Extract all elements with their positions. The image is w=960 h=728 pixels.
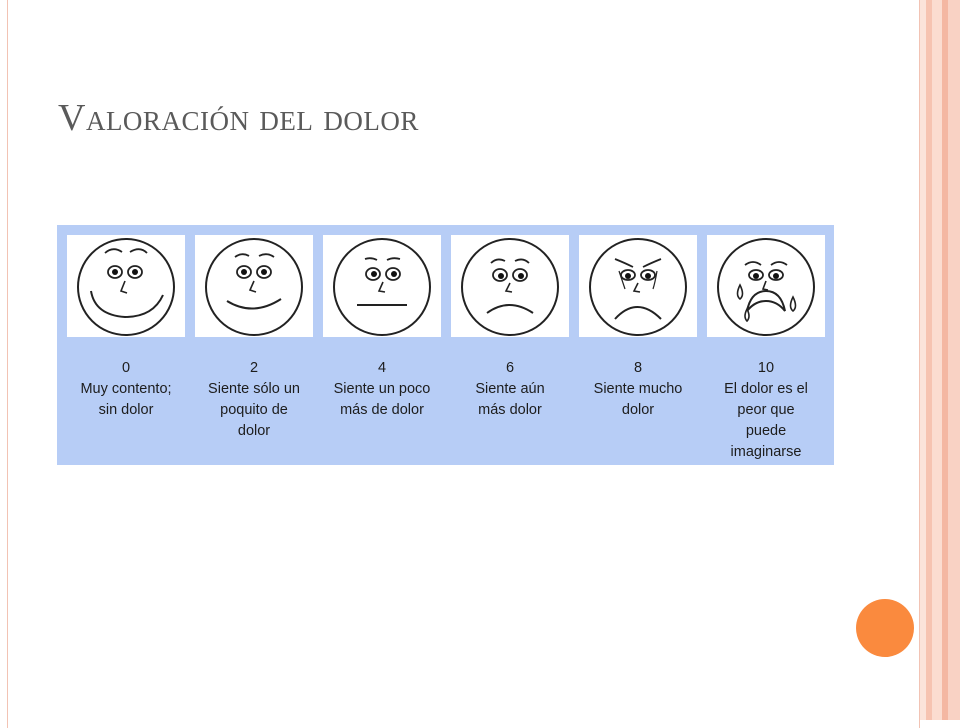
accent-circle — [856, 599, 914, 657]
pain-scale: 0 Muy contento; sin dolor 2 Siente sólo … — [57, 225, 834, 465]
pain-description: sin dolor — [98, 402, 154, 418]
pain-score: 6 — [505, 360, 515, 376]
neutral-face-icon — [333, 238, 431, 336]
pain-description: más de dolor — [340, 402, 424, 418]
pain-level-caption: 10 El dolor es el peor que puede imagina… — [697, 358, 835, 463]
pain-description: puede — [745, 423, 787, 439]
decor-stripe — [926, 0, 932, 720]
decor-stripe — [920, 0, 926, 720]
face-frame — [579, 235, 697, 337]
pain-description: peor que — [737, 402, 795, 418]
pain-description: más dolor — [478, 402, 542, 418]
face-frame — [323, 235, 441, 337]
sad-face-icon — [461, 238, 559, 336]
pain-description: Siente aún — [475, 381, 545, 397]
pain-description: Siente sólo un — [208, 381, 300, 397]
pain-score: 2 — [249, 360, 259, 376]
pain-level-caption: 0 Muy contento; sin dolor — [57, 358, 195, 421]
pain-level-caption: 4 Siente un poco más de dolor — [313, 358, 451, 421]
pain-description: Muy contento; — [80, 381, 172, 397]
slide-title: Valoración del dolor — [58, 97, 419, 139]
face-frame — [451, 235, 569, 337]
pain-level-8: 8 Siente mucho dolor — [569, 225, 697, 465]
pain-level-4: 4 Siente un poco más de dolor — [313, 225, 441, 465]
pain-description: Siente mucho — [593, 381, 683, 397]
face-frame — [707, 235, 825, 337]
crying-face-icon — [717, 238, 815, 336]
decor-stripe — [942, 0, 948, 720]
pain-score: 4 — [377, 360, 387, 376]
happy-face-icon — [205, 238, 303, 336]
pain-description: dolor — [621, 402, 655, 418]
very-sad-face-icon — [589, 238, 687, 336]
pain-description: Siente un poco — [333, 381, 431, 397]
pain-score: 0 — [121, 360, 131, 376]
pain-level-caption: 6 Siente aún más dolor — [441, 358, 579, 421]
pain-level-caption: 8 Siente mucho dolor — [569, 358, 707, 421]
pain-level-caption: 2 Siente sólo un poquito de dolor — [185, 358, 323, 442]
face-frame — [195, 235, 313, 337]
pain-description: dolor — [237, 423, 271, 439]
pain-description: imaginarse — [730, 444, 802, 460]
slide-frame — [7, 0, 920, 728]
decor-stripe — [932, 0, 942, 720]
pain-description: poquito de — [220, 402, 288, 418]
decor-stripe — [948, 0, 960, 720]
pain-description: El dolor es el — [724, 381, 808, 397]
face-frame — [67, 235, 185, 337]
pain-level-0: 0 Muy contento; sin dolor — [57, 225, 185, 465]
pain-level-2: 2 Siente sólo un poquito de dolor — [185, 225, 313, 465]
pain-level-6: 6 Siente aún más dolor — [441, 225, 569, 465]
pain-score: 10 — [757, 360, 775, 376]
pain-level-10: 10 El dolor es el peor que puede imagina… — [697, 225, 825, 465]
pain-score: 8 — [633, 360, 643, 376]
very-happy-face-icon — [77, 238, 175, 336]
